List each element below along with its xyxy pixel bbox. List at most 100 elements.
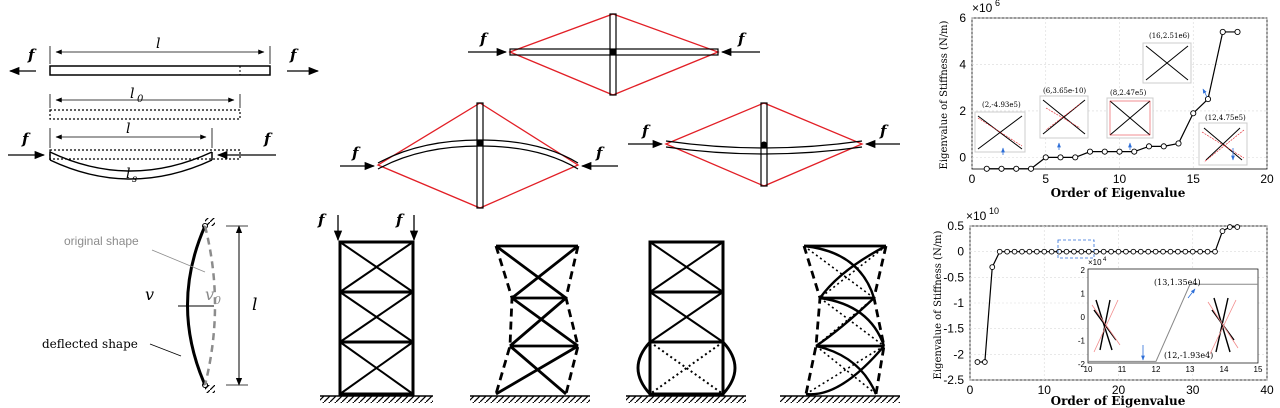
data-point	[1042, 154, 1049, 161]
force-label: f	[21, 130, 31, 148]
frame-diagrams: f f	[317, 211, 900, 403]
x-tick-label: 12	[1152, 365, 1161, 374]
x-tick-label: 0	[969, 172, 976, 186]
data-point	[1189, 248, 1196, 255]
data-point	[1011, 248, 1018, 255]
data-point	[1190, 110, 1197, 117]
x-tick-label: 13	[1186, 365, 1195, 374]
data-point	[1219, 228, 1226, 234]
mode-label: (8,2.47e5)	[1110, 89, 1147, 97]
force-label: f	[737, 30, 747, 48]
mode-inset: (8,2.47e5)	[1106, 89, 1154, 139]
chart-top-multiplier: ×10	[972, 1, 993, 15]
data-point	[974, 359, 981, 365]
chart-bottom-ylabel: Eigenvalue of Stiffness (N/m)	[933, 230, 944, 379]
data-point	[1027, 165, 1035, 172]
force-label: f	[263, 130, 273, 148]
y-tick-label: 0	[959, 150, 966, 164]
y-tick-label: -2.5	[943, 373, 964, 387]
x-tick-label: 10	[1113, 172, 1127, 186]
x-tick-label: 20	[1260, 172, 1274, 186]
x-tick-label: 40	[1260, 383, 1274, 397]
mode-inset: (6,3.65e-10)	[1039, 87, 1089, 139]
series-line	[1088, 283, 1258, 362]
force-label: f	[289, 46, 299, 64]
data-point	[1100, 248, 1107, 255]
x-tick-label: 11	[1118, 365, 1127, 374]
chart-top-series	[983, 28, 1241, 172]
frame-sway-mode	[470, 244, 590, 403]
mode-label: (2,-4.93e5)	[982, 101, 1021, 109]
data-point	[983, 165, 990, 172]
y-tick-label: 4	[959, 57, 966, 71]
y-tick-label: -2	[953, 347, 964, 361]
data-point	[1116, 148, 1123, 155]
frame-brace-buckling-mode	[780, 244, 900, 403]
x-tick-label: 5	[1042, 172, 1049, 186]
data-point	[1085, 248, 1092, 255]
x-tick-label: 10	[1084, 365, 1093, 374]
frame-undeformed	[320, 215, 433, 403]
data-point	[1057, 154, 1064, 161]
x-tick-label: 0	[967, 383, 974, 397]
data-point	[1212, 248, 1218, 255]
length-label: l	[126, 121, 130, 137]
chart-top-grid	[971, 17, 1268, 169]
mode-inset: (16,2.51e6)	[1142, 32, 1192, 84]
mode-label: (12,4.75e5)	[1205, 114, 1246, 122]
y-tick-label: -1	[1078, 337, 1086, 346]
y-tick-label: 6	[959, 11, 966, 25]
deflected-shape-label: deflected shape	[42, 337, 138, 351]
data-point	[1004, 248, 1010, 255]
mode-label: (6,3.65e-10)	[1043, 87, 1086, 95]
data-point	[1234, 224, 1241, 230]
force-label: f	[879, 122, 889, 140]
data-point	[1227, 224, 1233, 230]
bar-diagram: f f l l 0 f f l l s	[8, 36, 320, 185]
force-label: f	[479, 30, 489, 48]
data-point	[1108, 248, 1114, 255]
data-point	[996, 248, 1003, 255]
data-point	[1160, 143, 1167, 150]
original-length-subscript: 0	[137, 94, 144, 105]
original-shape-label: original shape	[64, 234, 139, 248]
data-point	[1167, 248, 1174, 255]
data-point	[1160, 248, 1166, 255]
y-tick-label: -1.5	[943, 322, 964, 336]
chart-bottom-exponent: 10	[989, 206, 999, 216]
x-tick-label: 10	[1038, 383, 1052, 397]
y-tick-label: -1	[953, 296, 964, 310]
y-tick-label: -2	[1078, 360, 1086, 369]
x-tick-label: 30	[1186, 383, 1200, 397]
data-point	[1182, 248, 1189, 255]
arc-length-subscript: s	[132, 174, 137, 185]
data-point	[1048, 248, 1055, 255]
inset-mode-shape	[1091, 299, 1121, 353]
data-point	[1071, 248, 1077, 255]
inset-exponent: 4	[1103, 257, 1107, 263]
cross-diagrams: f f f f f f	[340, 13, 900, 209]
inset-series	[1088, 283, 1258, 362]
initial-deflection-label: v	[205, 285, 214, 304]
data-point	[1145, 143, 1153, 150]
data-point	[1123, 248, 1129, 255]
mode-inset: (2,-4.93e5)	[974, 101, 1026, 153]
data-point	[1013, 165, 1020, 172]
data-point	[1063, 248, 1070, 255]
arc-length-label: l	[126, 166, 130, 182]
chart-bottom-xlabel: Order of Eigenvalue	[1051, 394, 1186, 408]
data-point	[1130, 248, 1137, 255]
length-label: l	[156, 36, 160, 52]
mode-inset: (12,4.75e5)	[1198, 114, 1248, 166]
column-buckling-diagram: l original shape v v 0 deflected shape	[42, 218, 257, 393]
data-point	[998, 165, 1005, 172]
x-tick-label: 14	[1220, 365, 1229, 374]
y-tick-label: 0	[1081, 313, 1086, 322]
chart-top-exponent: 6	[995, 0, 1000, 8]
initial-deflection-subscript: 0	[214, 294, 221, 307]
chart-top-xlabel: Order of Eigenvalue	[1051, 186, 1186, 200]
